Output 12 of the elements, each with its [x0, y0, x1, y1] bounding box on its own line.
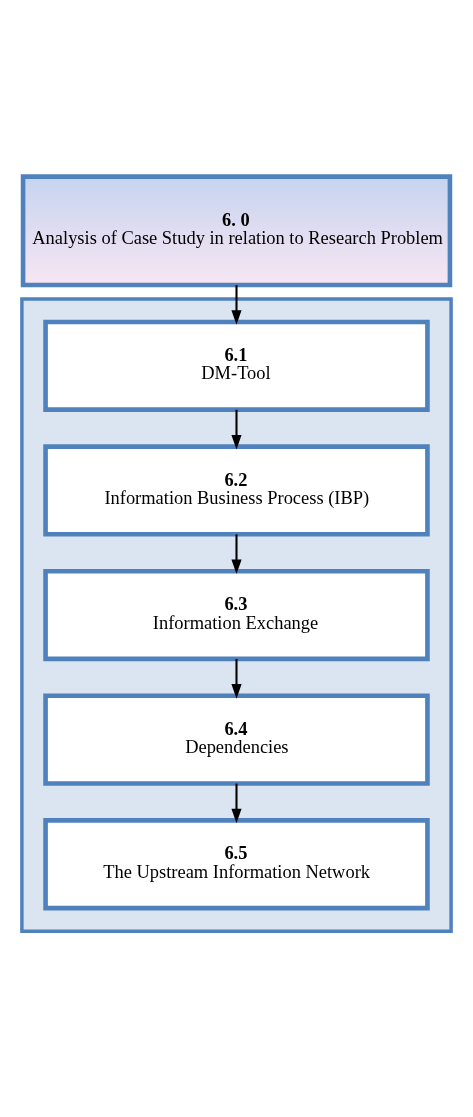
node-box: 6.4 Dependencies [43, 693, 430, 786]
node-box: 6.2 Information Business Process (IBP) [43, 444, 430, 537]
cluster [20, 297, 453, 933]
arrow [231, 783, 242, 824]
node-box: 6. 0 Analysis of Case Study in relation to Research Problem [20, 174, 453, 288]
arrow [231, 658, 242, 699]
node-box: 6.5 The Upstream Information Network [43, 818, 430, 911]
arrow [231, 534, 242, 575]
arrow [231, 285, 242, 325]
arrow [231, 409, 242, 450]
node-box: 6.1 DM-Tool [43, 319, 430, 412]
node-box: 6.3 Information Exchange [43, 568, 430, 662]
